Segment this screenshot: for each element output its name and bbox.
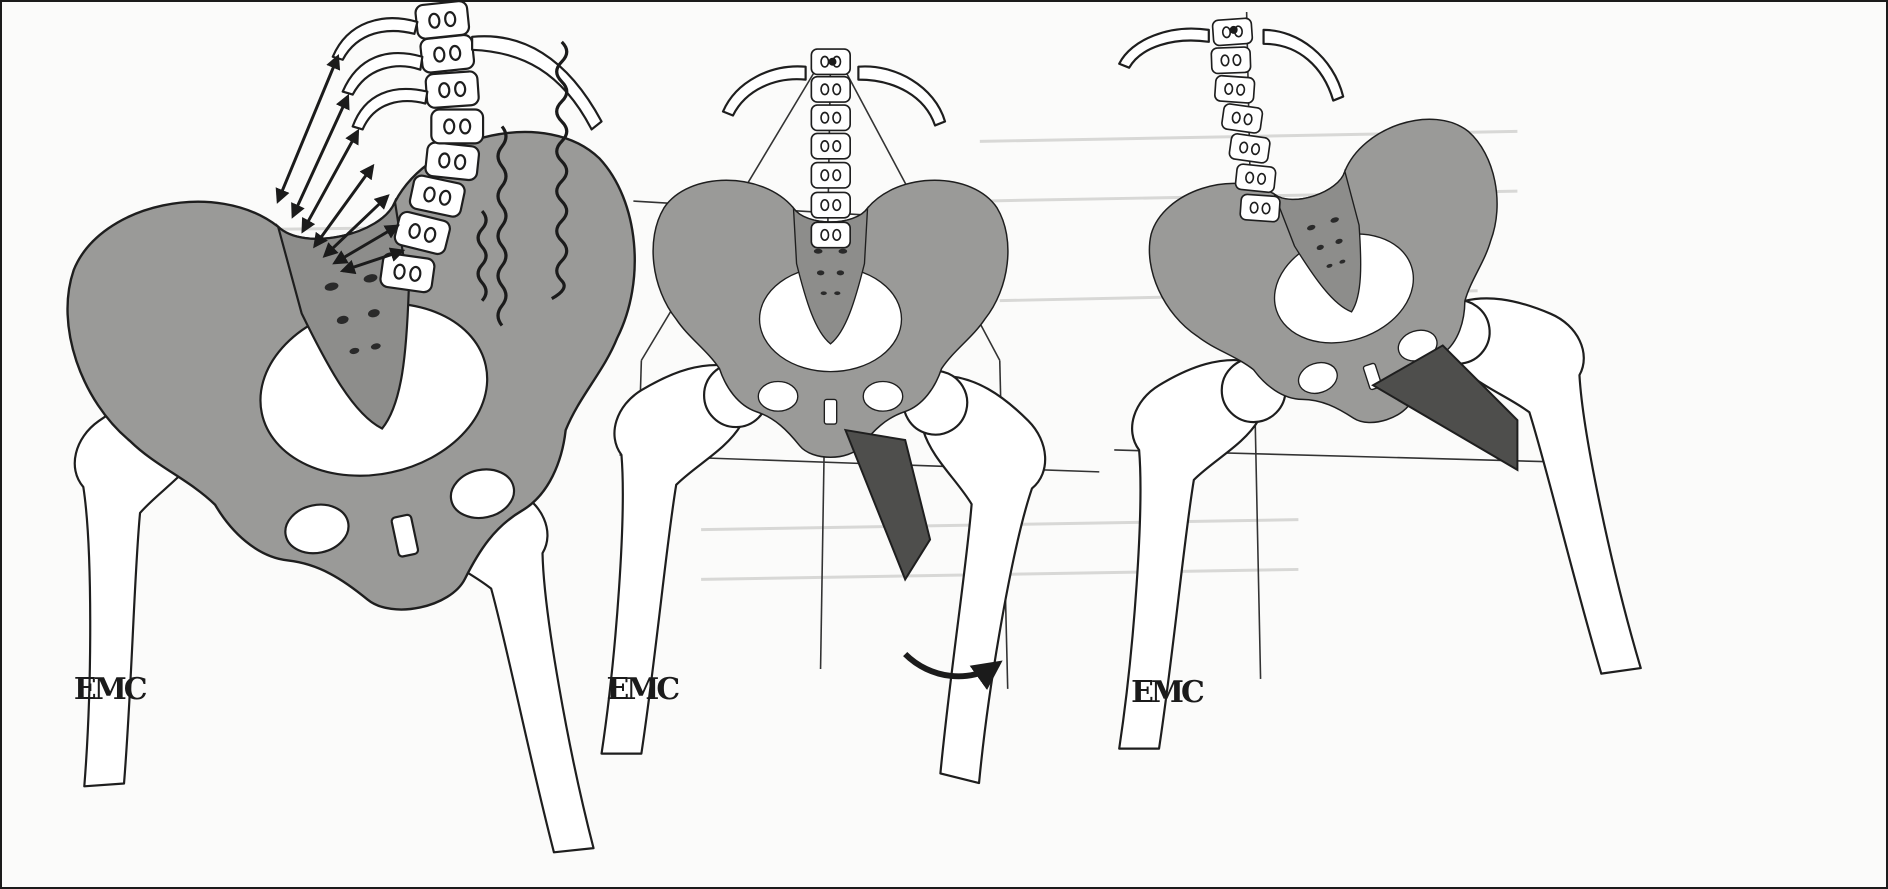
midline-point [1230, 26, 1238, 34]
adductor-muscle [845, 430, 930, 579]
lumbar-spine-straight [811, 49, 850, 248]
artist-signature: EMC [74, 672, 147, 707]
panel-neutral-pelvis: EMC [602, 49, 1100, 783]
pelvis-tilted [47, 111, 700, 667]
artist-signature: EMC [1131, 675, 1204, 710]
panel-lateral-pelvic-tilt: EMC [1114, 12, 1641, 749]
midline-point [829, 58, 837, 66]
panel-spinal-tilt: EMC [47, 2, 700, 866]
artist-signature: EMC [607, 672, 680, 707]
right-femur [1422, 282, 1641, 692]
